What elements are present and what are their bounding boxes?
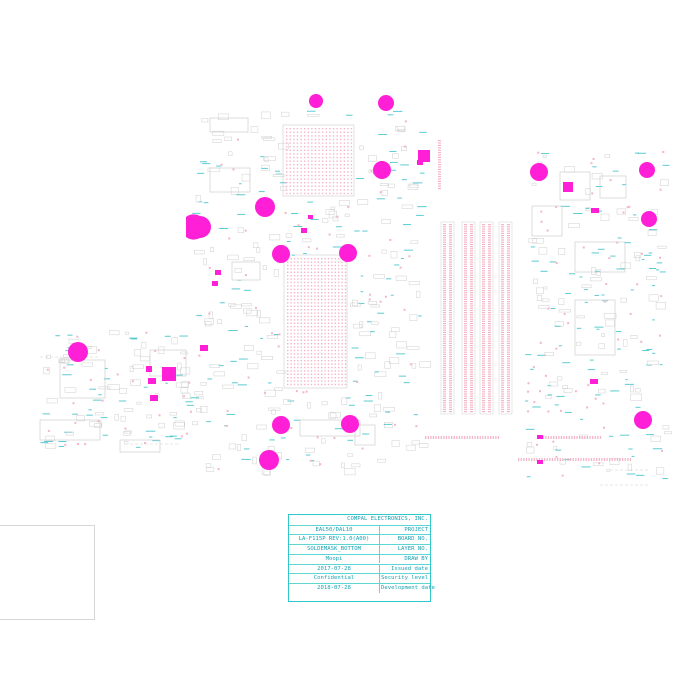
copper-patch-16 <box>308 215 313 219</box>
title-block-company-row: COMPAL ELECTRONICS, INC. <box>289 515 430 525</box>
copper-patch-4 <box>417 160 423 165</box>
layer-no-value: SOLDEMASK_BOTTOM <box>307 546 361 553</box>
draw-by-label: DRAW BY <box>404 555 428 562</box>
cpu-bga-grid <box>287 258 347 386</box>
company-name: COMPAL ELECTRONICS, INC. <box>347 516 428 522</box>
title-block-row-layer-no: SOLDEMASK_BOTTOM LAYER NO. <box>289 544 430 554</box>
mounting-pad-11 <box>272 416 290 434</box>
copper-patch-10 <box>215 270 221 275</box>
mounting-pad-4 <box>373 161 391 179</box>
mounting-pad-7 <box>530 163 548 181</box>
mounting-pad-13 <box>259 450 279 470</box>
title-block-row-project: EAL50/DAL10 PROJECT <box>289 524 430 535</box>
development-date-label: Development date <box>381 584 435 591</box>
project-value: EAL50/DAL10 <box>315 526 353 533</box>
copper-patch-2 <box>162 367 176 381</box>
copper-patch-6 <box>146 366 152 372</box>
mounting-pad-10 <box>68 342 88 362</box>
connector-row-1 <box>425 436 500 439</box>
title-block-row-security-level: Confidential Security level <box>289 573 430 583</box>
copper-patch-12 <box>590 379 598 384</box>
title-block-row-draw-by: Moopi DRAW BY <box>289 553 430 564</box>
security-level-label: Security level <box>381 575 429 582</box>
copper-patch-9 <box>150 395 158 401</box>
top-connector-pins <box>438 140 441 190</box>
copper-patch-13 <box>537 435 543 439</box>
pch-bga-grid <box>286 128 353 195</box>
title-block: COMPAL ELECTRONICS, INC. EAL50/DAL10 PRO… <box>288 514 435 602</box>
dimm-strip-3 <box>482 224 491 413</box>
copper-patch-3 <box>563 182 573 192</box>
draw-by-value: Moopi <box>325 555 343 562</box>
mounting-pad-8 <box>639 162 655 178</box>
copper-patch-8 <box>200 345 208 351</box>
copper-patch-5 <box>591 208 599 213</box>
dimm-strip-2 <box>464 224 473 413</box>
title-block-row-issued-date: 2017-07-28 Issued date <box>289 563 430 574</box>
copper-patch-1 <box>418 150 430 162</box>
board-no-value: LA-F115P REV:1.0(A00) <box>298 536 370 543</box>
mounting-pad-2 <box>378 95 394 111</box>
mounting-pad-5 <box>272 245 290 263</box>
mounting-pad-1 <box>309 94 323 108</box>
copper-patch-15 <box>301 228 307 233</box>
development-date-value: 2018-07-28 <box>317 584 351 591</box>
title-block-row-board-no: LA-F115P REV:1.0(A00) BOARD NO. <box>289 534 430 545</box>
title-block-row-development-date: 2018-07-28 Development date <box>289 582 435 593</box>
copper-patch-14 <box>537 460 543 464</box>
connector-row-2 <box>518 458 632 461</box>
mounting-pad-14 <box>634 411 652 429</box>
board-no-label: BOARD NO. <box>397 536 428 543</box>
connector-row-3 <box>540 436 602 439</box>
component-outlines <box>39 110 672 486</box>
issued-date-label: Issued date <box>390 565 428 572</box>
mounting-pad-6 <box>339 244 357 262</box>
copper-patch-11 <box>212 281 218 286</box>
issued-date-value: 2017-07-28 <box>317 565 351 572</box>
mounting-pad-3 <box>255 197 275 217</box>
mounting-pads <box>68 94 657 470</box>
layer-no-label: LAYER NO. <box>397 546 428 553</box>
security-level-value: Confidential <box>313 575 355 582</box>
dimm-strip-1 <box>443 224 452 413</box>
mounting-pad-9 <box>641 211 657 227</box>
project-label: PROJECT <box>404 526 428 533</box>
edge-pad-2 <box>186 214 211 240</box>
dimm-strip-4 <box>501 224 510 413</box>
copper-patch-7 <box>148 378 156 384</box>
mounting-pad-12 <box>341 415 359 433</box>
component-pins <box>46 120 665 477</box>
board-corner-outline <box>0 525 95 620</box>
